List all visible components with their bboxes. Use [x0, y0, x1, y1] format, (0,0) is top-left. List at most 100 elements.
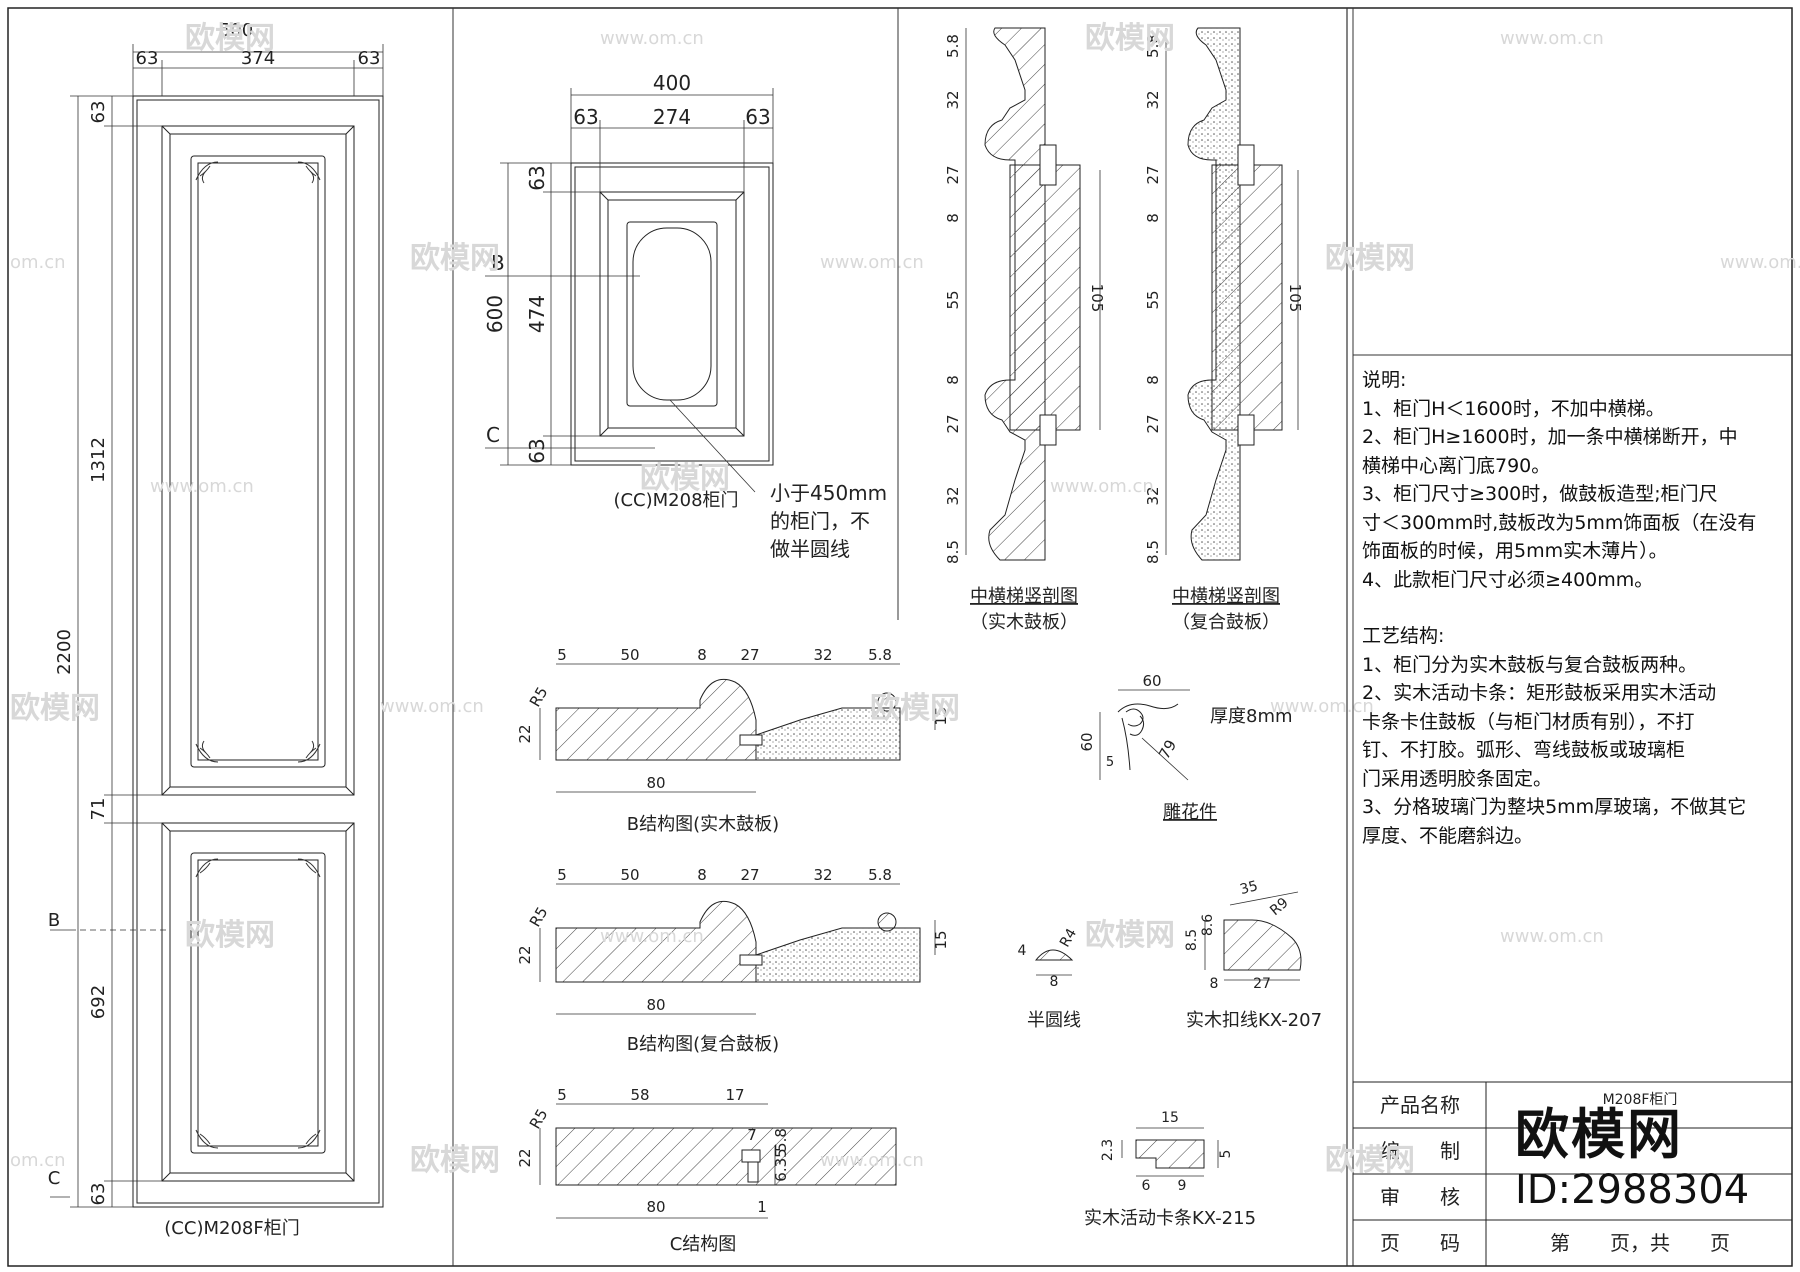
watermark-site: www.om.cn [1500, 28, 1604, 49]
c-height: 22 [516, 1148, 534, 1167]
b-comp-dim-4: 27 [740, 866, 759, 884]
small-width-right: 63 [745, 105, 770, 129]
craft-line: 3、分格玻璃门为整块5mm厚玻璃，不做其它 [1362, 796, 1747, 818]
watermark-site: www.om.cn [820, 1150, 924, 1171]
c-bottom-2: 1 [757, 1198, 767, 1216]
watermark-brand: 欧模网 [1085, 21, 1175, 56]
main-width-mid: 374 [241, 48, 275, 69]
watermark-site: www.om.cn [820, 252, 924, 273]
craft-line: 卡条卡住鼓板（与柜门材质有别），不打 [1362, 710, 1695, 733]
b-comp-dim-2: 50 [620, 866, 639, 884]
b-composite-drawing [555, 900, 921, 983]
b-composite-dimensions [539, 883, 936, 1015]
c-dim-1: 5 [557, 1086, 567, 1104]
small-height-bottom: 63 [525, 438, 549, 463]
carving-drawing [1099, 689, 1190, 781]
main-height-lower: 692 [88, 985, 109, 1019]
half-round-caption: 半圆线 [1027, 1010, 1081, 1031]
b-comp-panel: 15 [932, 930, 950, 949]
small-height-total: 600 [483, 295, 507, 333]
watermark-brand: 欧模网 [185, 21, 275, 56]
notes-line: 饰面板的时候，用5mm实木薄片）。 [1362, 540, 1668, 562]
sec-comp-dim-3: 27 [1144, 165, 1162, 184]
c-slot-1: 6.35 [772, 1148, 790, 1181]
title-block [1352, 1081, 1793, 1267]
c-dim-2: 58 [630, 1086, 649, 1104]
kx215-dim-w1: 6 [1142, 1178, 1151, 1194]
watermark-site: www.om.cn [600, 926, 704, 947]
b-solid-dimensions [539, 663, 936, 793]
notes-line: 2、柜门H≥1600时，加一条中横梯断开，中 [1362, 426, 1738, 448]
sec-comp-sub: （复合鼓板） [1172, 612, 1280, 633]
carving-dim-width: 60 [1142, 672, 1161, 690]
small-label-b: B [491, 251, 505, 275]
b-solid-dim-1: 5 [557, 646, 567, 664]
sec-comp-dim-5: 55 [1144, 290, 1162, 309]
c-slot-2: 5.8 [772, 1128, 790, 1152]
watermark-brand: 欧模网 [410, 1143, 500, 1178]
kx207-caption: 实木扣线KX-207 [1186, 1010, 1322, 1031]
watermark-brand: 欧模网 [1325, 241, 1415, 276]
b-comp-dim-1: 5 [557, 866, 567, 884]
notes-line: 4、此款柜门尺寸必须≥400mm。 [1362, 568, 1654, 591]
watermark-stamp-brand: 欧模网 [1515, 1103, 1683, 1166]
sec-comp-dim-4: 8 [1144, 213, 1162, 223]
sec-solid-caption: 中横梯竖剖图 [970, 586, 1078, 607]
b-comp-dim-5: 32 [813, 866, 832, 884]
b-solid-panel: 15 [932, 706, 950, 725]
sec-solid-dim-4: 8 [944, 213, 962, 223]
craft-line: 1、柜门分为实木鼓板与复合鼓板两种。 [1362, 653, 1698, 676]
b-composite-caption: B结构图(复合鼓板) [627, 1034, 779, 1055]
sec-solid-dim-1: 5.8 [944, 34, 962, 58]
carving-dim-diag: 79 [1155, 737, 1180, 763]
notes-panel: 说明: 1、柜门H＜1600时，不加中横梯。 2、柜门H≥1600时，加一条中横… [1362, 366, 1782, 850]
b-solid-height: 22 [516, 724, 534, 743]
half-round-dim-w: 8 [1050, 974, 1059, 990]
sec-solid-dim-2: 32 [944, 90, 962, 109]
watermark-site: www.om.cn [380, 696, 484, 717]
kx207-drawing [1204, 891, 1302, 981]
c-radius: R5 [526, 1106, 552, 1132]
craft-line: 门采用透明胶条固定。 [1362, 767, 1553, 790]
sec-solid-sub: （实木鼓板） [970, 612, 1078, 633]
section-solid-drawing [984, 27, 1081, 561]
main-door-caption: (CC)M208F柜门 [164, 1218, 299, 1239]
watermark-site: www.om.cn [1270, 696, 1374, 717]
half-round-dim-h: 4 [1018, 943, 1027, 959]
small-note-line-2: 的柜门，不 [770, 509, 870, 533]
sec-comp-dim-9: 8.5 [1144, 540, 1162, 564]
small-label-c: C [486, 423, 500, 447]
main-door-dimensions [50, 44, 384, 1208]
craft-line: 钉、不打胶。弧形、弯线鼓板或玻璃柜 [1362, 739, 1686, 761]
c-structure-dimensions [539, 1103, 776, 1219]
main-height-upper: 1312 [88, 437, 109, 483]
kx215-dim-h1: 2.3 [1100, 1139, 1116, 1161]
section-solid-dimensions [965, 28, 1101, 555]
b-solid-dim-2: 50 [620, 646, 639, 664]
craft-line: 2、实木活动卡条：矩形鼓板采用实木活动 [1362, 682, 1717, 704]
watermark-brand: 欧模网 [640, 461, 730, 496]
kx207-dim-w2: 27 [1253, 976, 1271, 992]
carving-caption: 雕花件 [1163, 802, 1217, 823]
notes-line: 1、柜门H＜1600时，不加中横梯。 [1362, 397, 1665, 420]
sec-comp-dim-8: 32 [1144, 486, 1162, 505]
carving-dim-height: 60 [1078, 732, 1096, 751]
craft-line: 厚度、不能磨斜边。 [1362, 824, 1534, 847]
kx215-caption: 实木活动卡条KX-215 [1084, 1208, 1256, 1229]
b-solid-dim-4: 27 [740, 646, 759, 664]
tb-product-value: M208F柜门 [1603, 1092, 1678, 1108]
sec-solid-dim-8: 32 [944, 486, 962, 505]
b-comp-dim-6: 5.8 [868, 866, 892, 884]
kx207-dim-h1: 8.5 [1184, 929, 1200, 951]
main-height-rail: 71 [88, 798, 109, 821]
small-door-drawing [570, 162, 774, 466]
sheet-border [7, 7, 1793, 1267]
kx215-drawing [1121, 1127, 1219, 1177]
small-width-total: 400 [653, 71, 691, 95]
small-height-mid: 474 [525, 295, 549, 333]
watermark-brand: 欧模网 [185, 918, 275, 953]
c-slot-3: 7 [747, 1126, 757, 1144]
b-comp-dim-3: 8 [697, 866, 707, 884]
main-door-drawing [132, 95, 384, 1208]
watermark-brand: 欧模网 [1085, 918, 1175, 953]
